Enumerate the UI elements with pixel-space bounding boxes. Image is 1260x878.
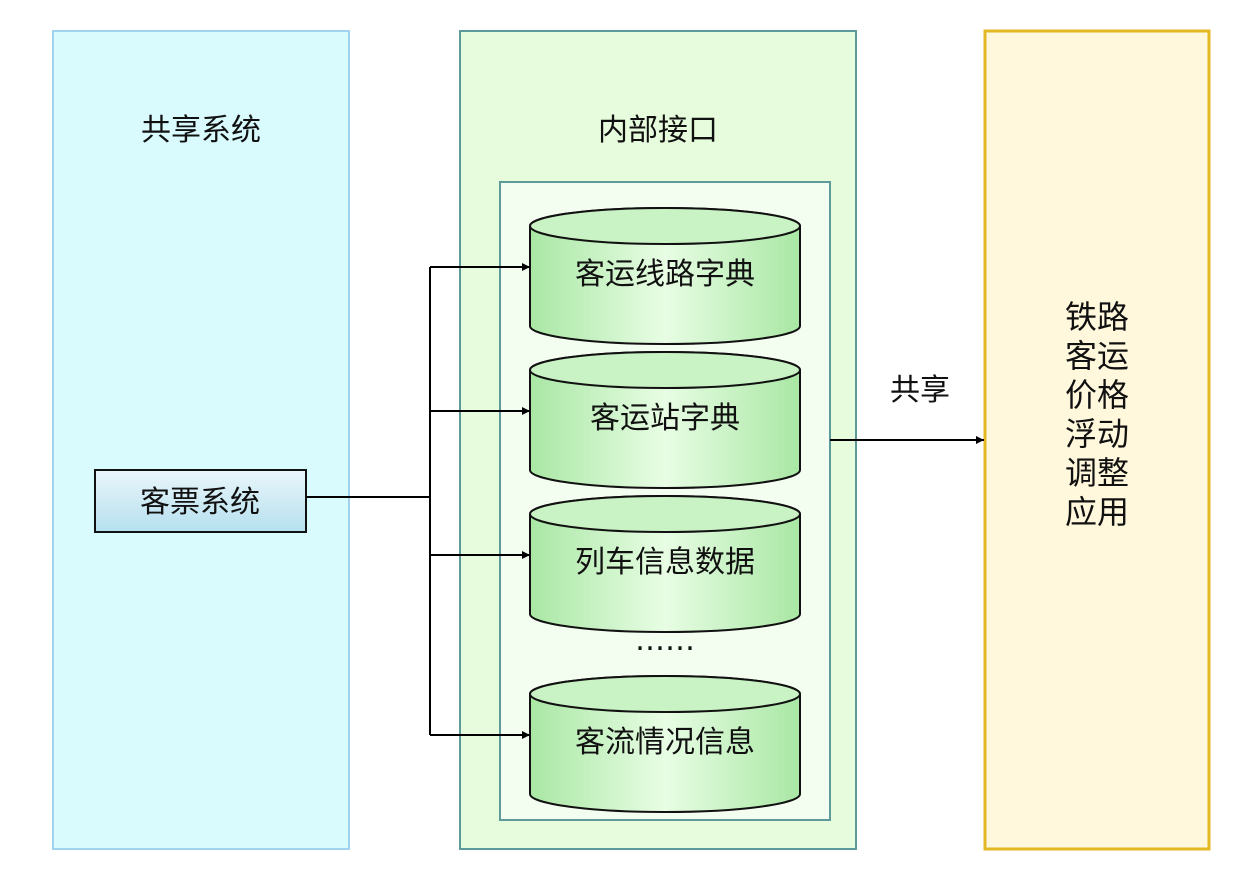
database-label: 列车信息数据 <box>575 545 755 580</box>
db-passenger-flow: 客流情况信息 <box>529 675 801 813</box>
ticket-system-label: 客票系统 <box>140 485 260 520</box>
database-ellipsis: …… <box>635 623 695 658</box>
database-label: 客运线路字典 <box>575 257 755 292</box>
price-adjustment-app-panel <box>983 29 1211 851</box>
internal-interface-title: 内部接口 <box>598 113 718 148</box>
cylinder-top <box>529 495 801 533</box>
database-label: 客流情况信息 <box>575 725 755 760</box>
database-label: 客运站字典 <box>590 401 740 436</box>
shared-system-title: 共享系统 <box>141 113 261 148</box>
db-station-dictionary: 客运站字典 <box>529 351 801 489</box>
db-train-info: 列车信息数据 <box>529 495 801 633</box>
db-route-dictionary: 客运线路字典 <box>529 207 801 345</box>
price-adjustment-app-title: 铁路客运价格浮动调整应用 <box>1065 298 1129 531</box>
share-label: 共享 <box>890 373 950 408</box>
shared-system-panel <box>52 30 350 850</box>
cylinder-top <box>529 675 801 713</box>
cylinder-top <box>529 351 801 389</box>
cylinder-top <box>529 207 801 245</box>
connectors <box>306 263 984 739</box>
ticket-system-box <box>94 469 307 533</box>
